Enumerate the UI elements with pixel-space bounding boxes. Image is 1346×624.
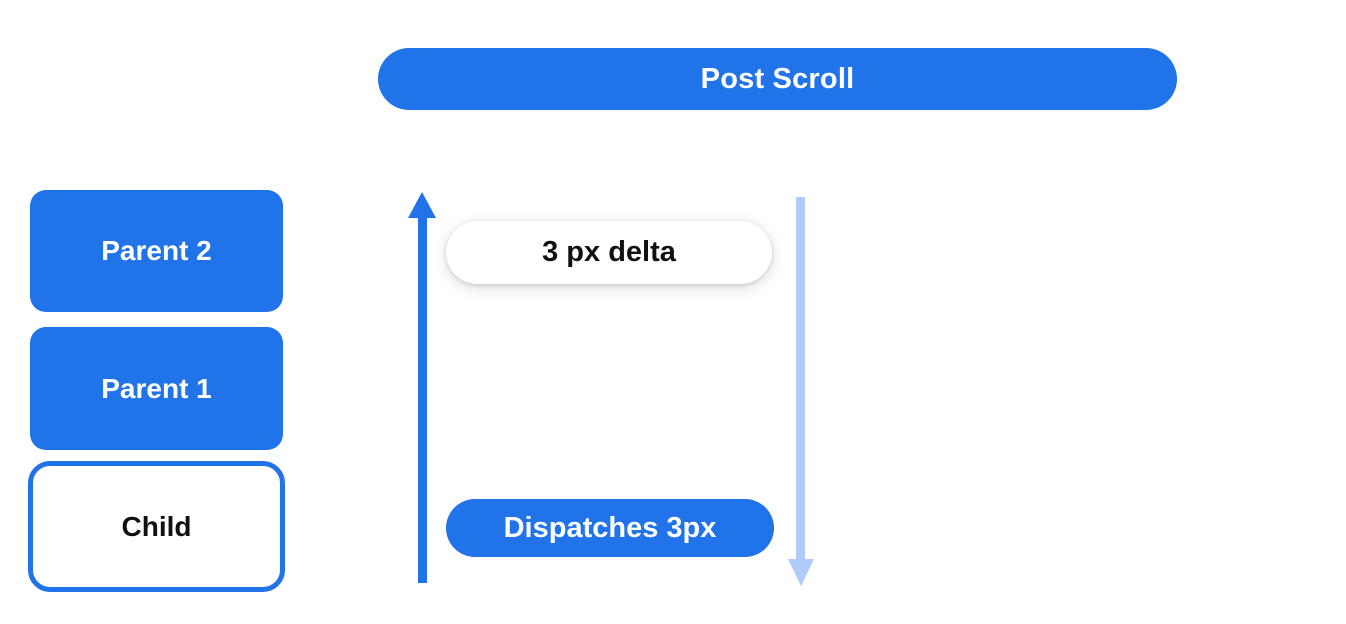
- down-arrow-head: [788, 559, 814, 586]
- delta-pill: 3 px delta: [446, 221, 772, 284]
- parent-2-box: Parent 2: [30, 190, 283, 312]
- up-arrow-head: [408, 192, 436, 218]
- parent-1-box: Parent 1: [30, 327, 283, 450]
- post-scroll-pill: Post Scroll: [378, 48, 1177, 110]
- dispatches-pill: Dispatches 3px: [446, 499, 774, 557]
- up-arrow-shaft: [418, 215, 427, 583]
- down-arrow-shaft: [796, 197, 805, 560]
- child-box: Child: [28, 461, 285, 592]
